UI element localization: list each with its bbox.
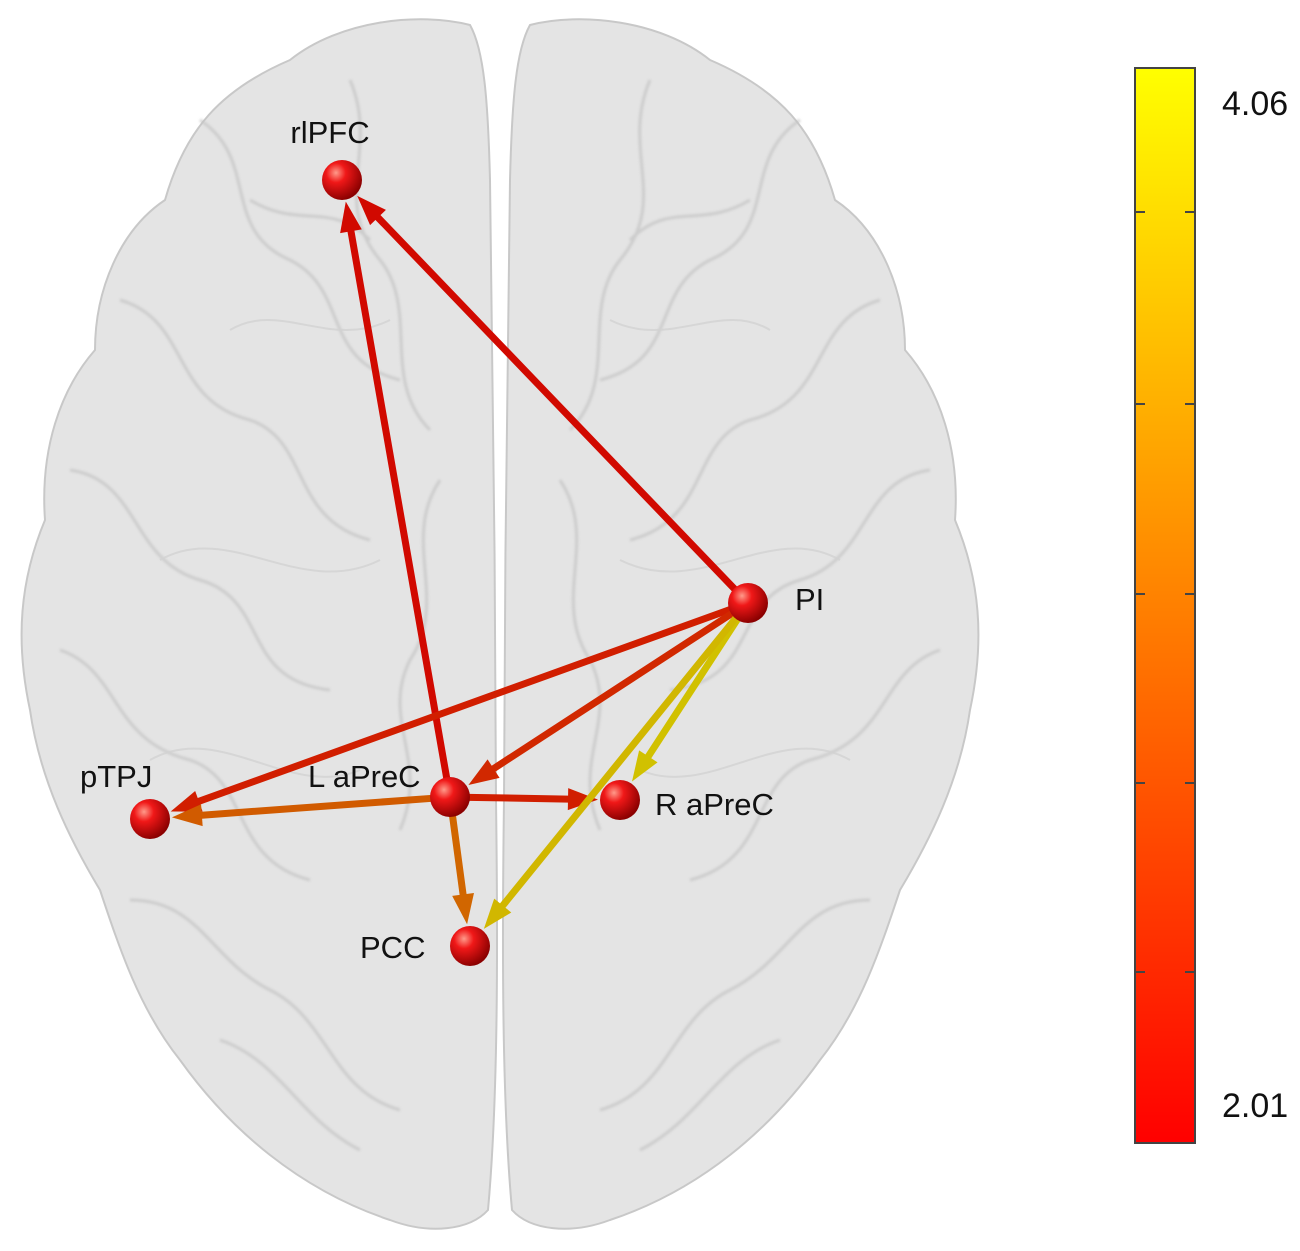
edge-arrowhead	[483, 898, 512, 929]
edge-arrowhead	[452, 892, 474, 925]
edge-shaft	[374, 214, 744, 599]
left-hemisphere	[20, 18, 499, 1230]
edge-lprec-to-pcc	[447, 804, 474, 925]
label-pi: PI	[795, 582, 824, 617]
edge-arrowhead	[340, 201, 362, 234]
label-ptpj: pTPJ	[80, 759, 152, 794]
edge-shaft	[195, 603, 742, 805]
edge-arrowhead	[631, 750, 658, 782]
node-rlpfc	[322, 160, 362, 200]
colorbar-ticks	[1135, 211, 1195, 973]
edge-lprec-to-rlpfc	[340, 201, 452, 790]
edge-arrowhead	[468, 759, 500, 785]
edge-pi-to-rprec	[631, 608, 746, 782]
node-rprec	[600, 780, 640, 820]
edge-shaft	[457, 793, 572, 803]
label-pcc: PCC	[360, 930, 425, 965]
edge-pi-to-pcc	[483, 608, 745, 929]
colorbar-gradient	[1134, 67, 1196, 1144]
colorbar-max-label: 4.06	[1222, 85, 1288, 123]
edge-lprec-to-rprec	[457, 788, 599, 811]
region-nodes	[130, 160, 768, 966]
edge-pi-to-rlpfc	[357, 195, 744, 599]
edge-arrowhead	[567, 788, 599, 811]
node-ptpj	[130, 799, 170, 839]
edge-shaft	[644, 608, 746, 760]
right-hemisphere	[501, 18, 980, 1230]
edge-shaft	[490, 605, 743, 773]
brain-outline	[20, 18, 980, 1230]
colorbar: 4.06 2.01	[1134, 67, 1288, 1144]
node-pi	[728, 583, 768, 623]
label-rprec: R aPreC	[655, 787, 774, 822]
colorbar-min-label: 2.01	[1222, 1087, 1288, 1125]
edge-shaft	[499, 608, 745, 910]
label-rlpfc: rlPFC	[290, 115, 369, 150]
edge-shaft	[447, 804, 467, 898]
edge-pi-to-lprec	[468, 605, 743, 785]
node-pcc	[450, 926, 490, 966]
edge-lprec-to-ptpj	[171, 794, 443, 827]
label-lprec: L aPreC	[308, 759, 421, 794]
edge-arrowhead	[170, 790, 203, 812]
edge-pi-to-ptpj	[170, 603, 742, 812]
node-lprec	[430, 777, 470, 817]
edge-arrowhead	[357, 195, 386, 226]
connection-edges	[170, 195, 746, 929]
edge-shaft	[347, 227, 452, 790]
edge-arrowhead	[171, 804, 203, 827]
node-labels: rlPFC PI pTPJ L aPreC R aPreC PCC	[80, 115, 824, 965]
edge-shaft	[198, 794, 443, 819]
